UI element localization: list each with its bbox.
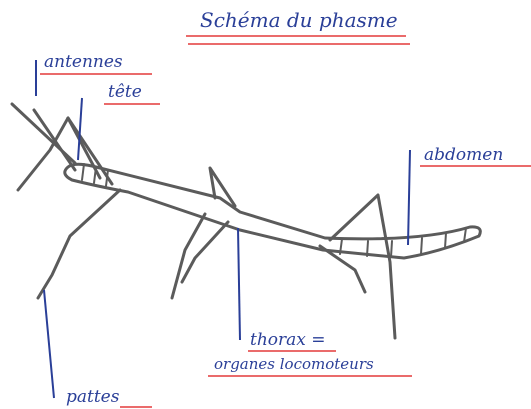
phasme-insect [12,104,480,338]
label-tete: tête [108,82,142,102]
rear-leg-right [330,195,395,338]
front-leg-left [18,118,100,190]
front-leg-right [38,190,120,298]
tete-pointer [78,98,82,160]
diagram-title: Schéma du phasme [200,8,398,32]
head-segment-1 [82,164,84,180]
middle-leg-lower-left [172,214,205,298]
front-leg-left-inner [68,118,112,184]
label-pattes: pattes [66,387,120,407]
abdomen-segment-3 [391,241,392,257]
label-abdomen: abdomen [424,145,503,165]
abdomen-segment-5 [445,233,446,248]
phasme-body [65,164,481,258]
abdomen-pointer [408,150,410,245]
abdomen-segment-4 [421,238,422,254]
label-antennes: antennes [44,52,123,72]
label-thorax: thorax = [250,330,326,350]
abdomen-segment-2 [367,241,368,256]
pattes-pointer [44,290,54,398]
thorax-pointer [238,228,240,340]
middle-leg-lower-right [182,222,228,282]
label-organes: organes locomoteurs [214,355,374,373]
